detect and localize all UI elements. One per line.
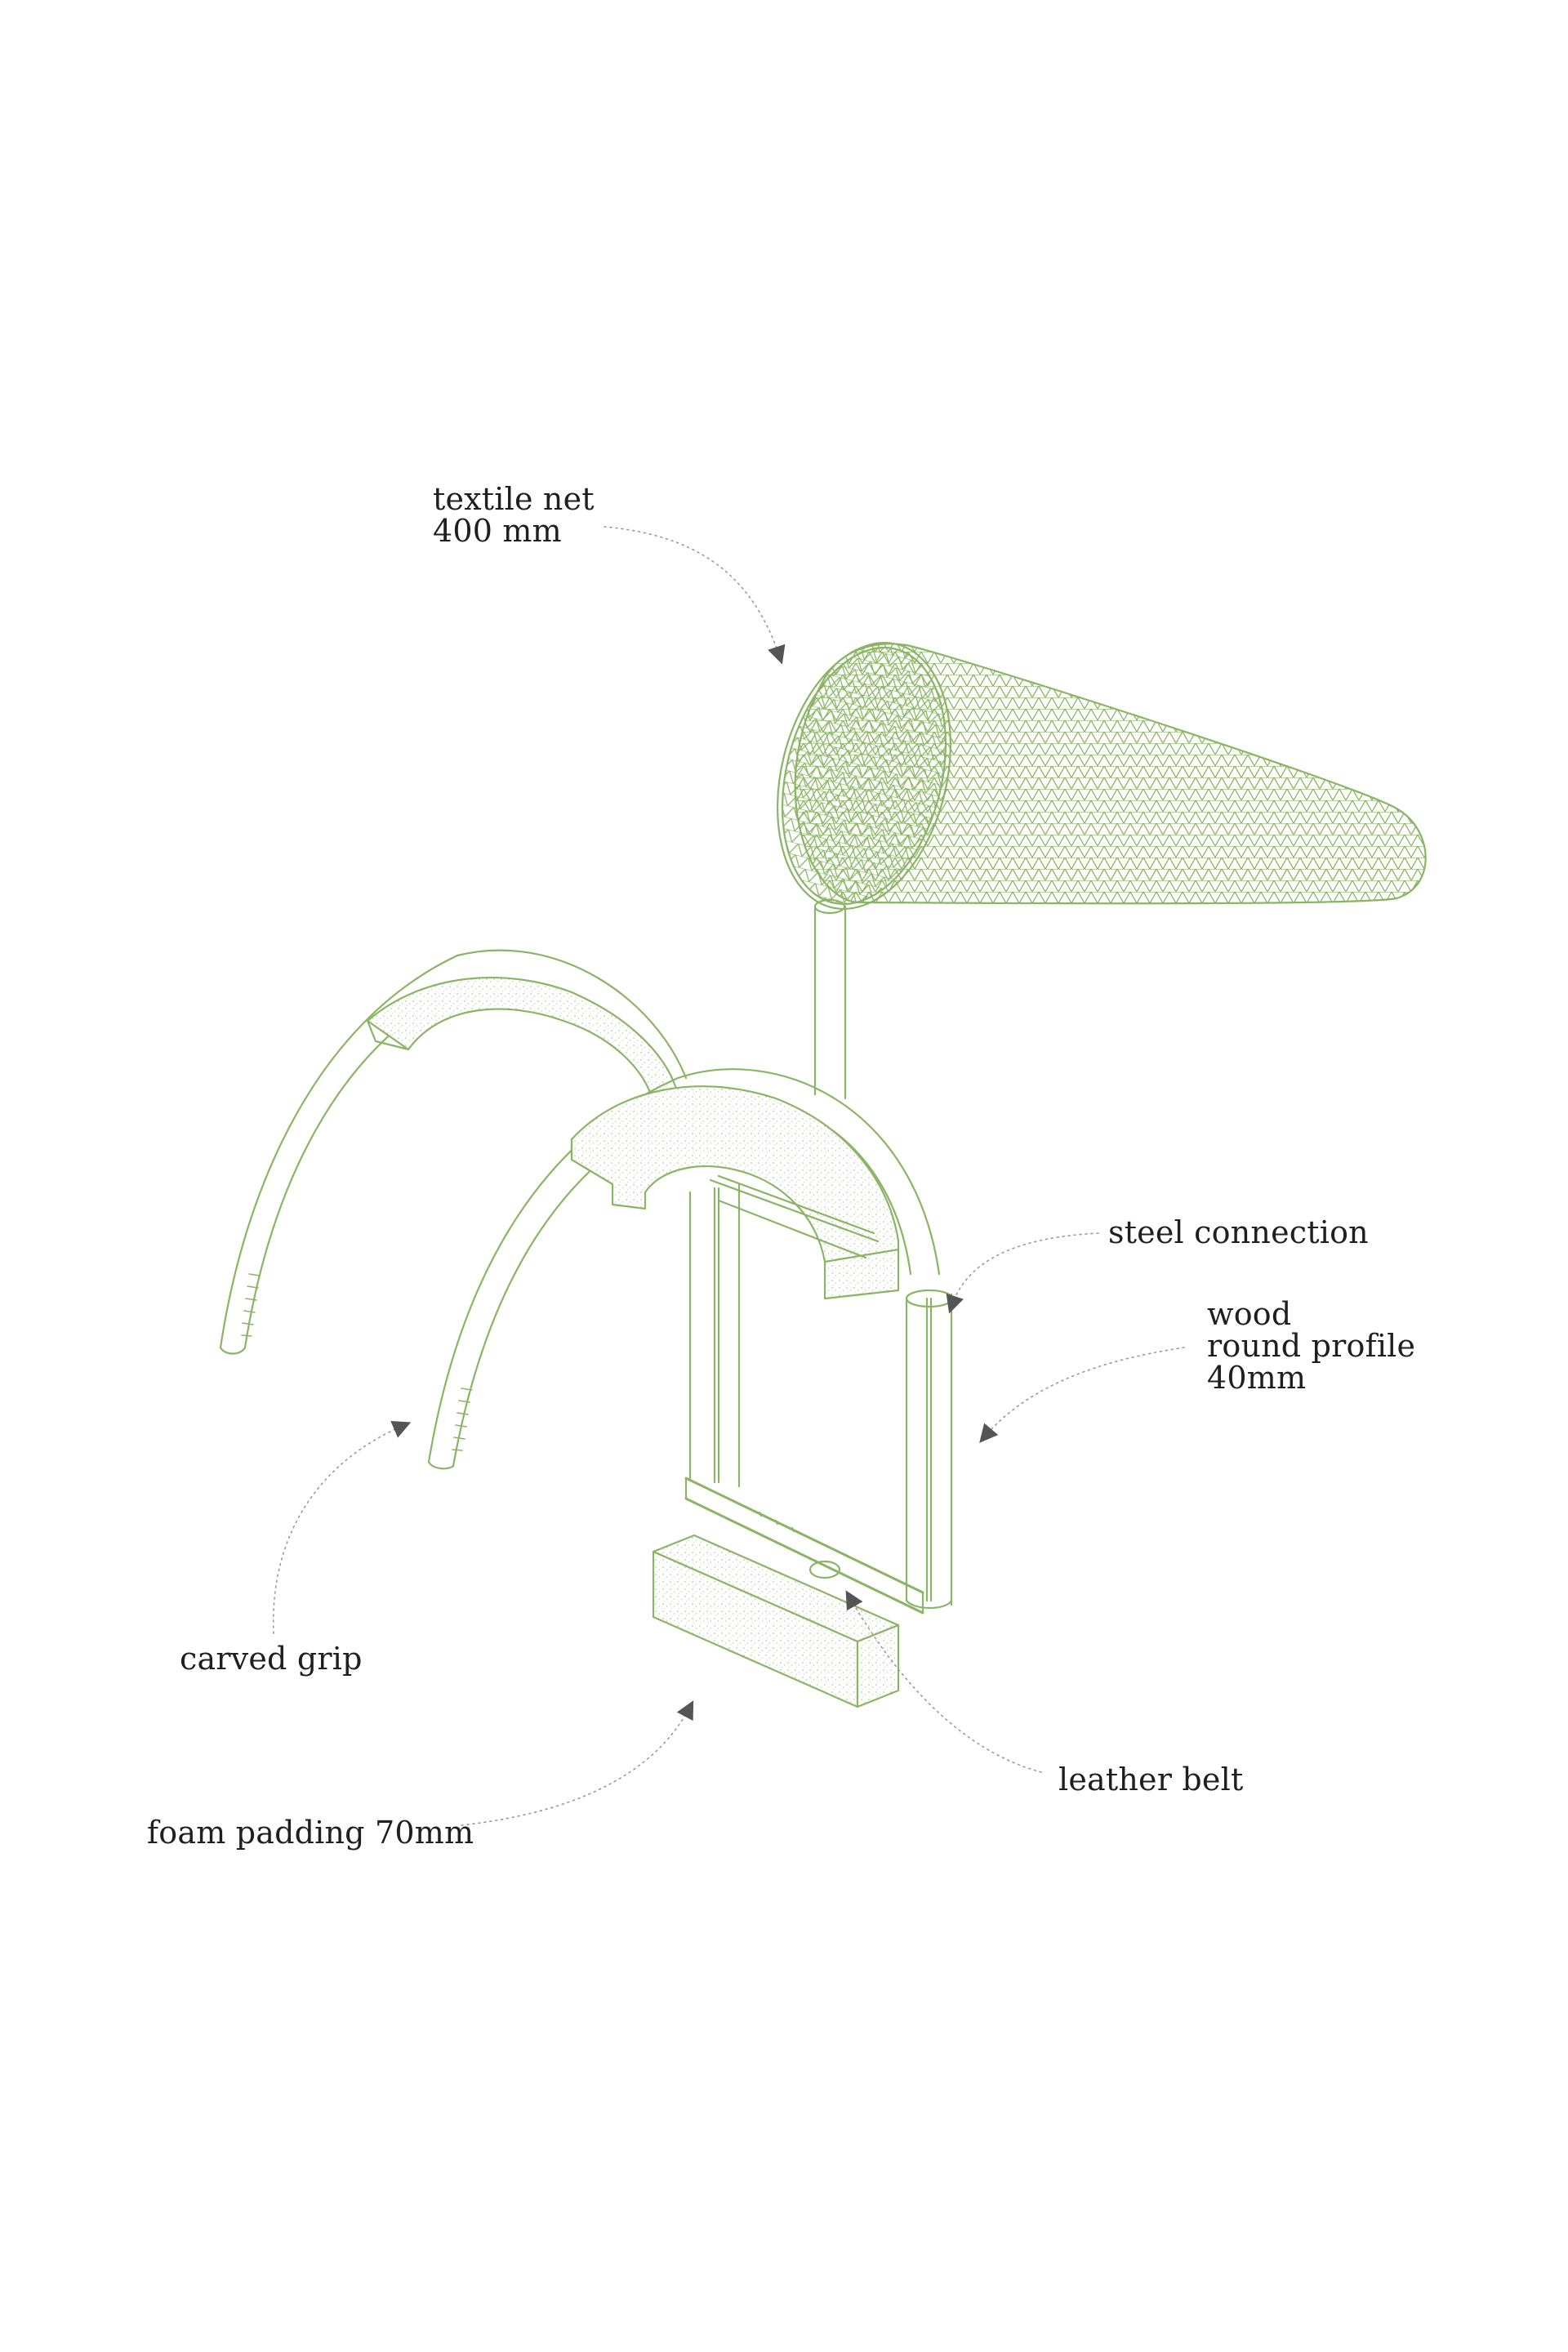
leader-leather-belt — [845, 1590, 1042, 1773]
leader-steel-connection — [946, 1232, 1099, 1314]
leader-textile-net — [604, 526, 786, 665]
foam-block — [652, 1534, 900, 1708]
textile-net — [776, 641, 1427, 911]
foam-padding-label: foam padding 70mm — [147, 1815, 474, 1851]
leader-carved-grip — [272, 1421, 412, 1634]
leader-wood-profile — [979, 1347, 1185, 1443]
front-arch — [427, 1068, 941, 1470]
leader-foam-padding — [461, 1700, 694, 1826]
wood-frame — [684, 1174, 954, 1615]
back-arch-grip-ticks — [241, 1273, 261, 1337]
net-post — [813, 898, 847, 1100]
carved-grip-label: carved grip — [180, 1641, 363, 1677]
steel-connection-label: steel connection — [1108, 1214, 1369, 1250]
leather-belt-label: leather belt — [1058, 1762, 1244, 1797]
front-arch-grip-ticks — [452, 1388, 473, 1451]
wood-profile-label: wood round profile 40mm — [1207, 1296, 1416, 1396]
textile-net-label: textile net 400 mm — [433, 481, 595, 549]
